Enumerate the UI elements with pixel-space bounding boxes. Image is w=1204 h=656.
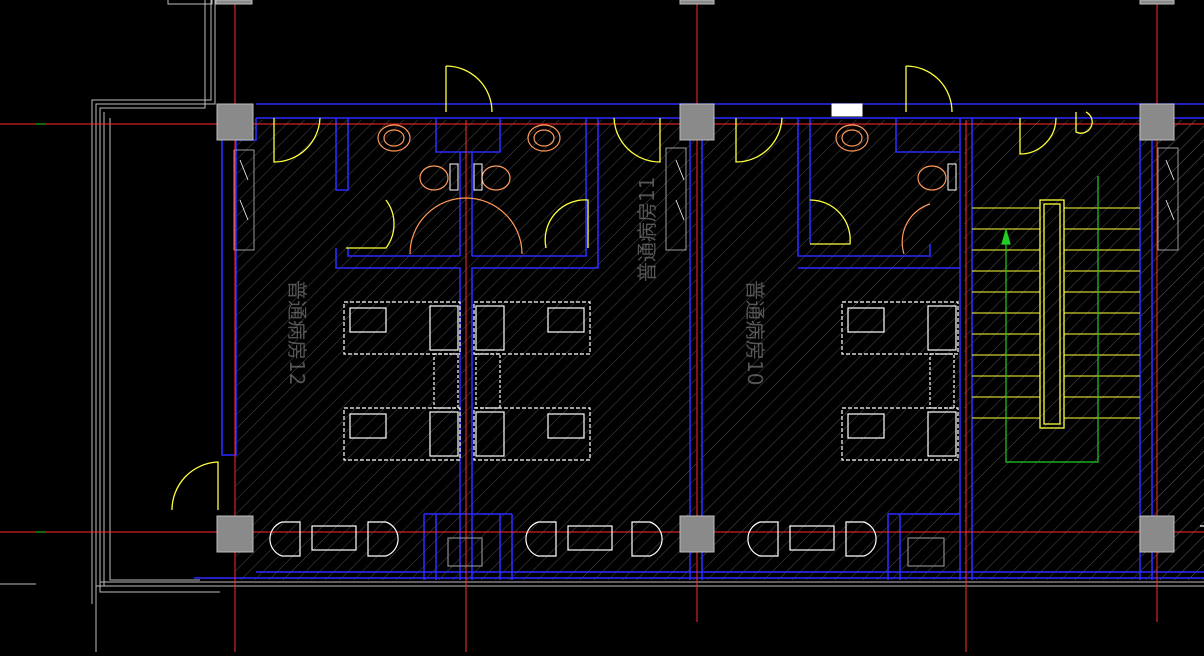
stair-direction-arrow bbox=[1001, 176, 1099, 463]
bed bbox=[473, 301, 591, 355]
room-label: 普通病房10 bbox=[743, 280, 767, 385]
bed bbox=[841, 301, 959, 355]
sanitary-fixtures bbox=[377, 124, 947, 255]
patient-beds bbox=[343, 301, 959, 461]
bed bbox=[343, 407, 461, 461]
partition-walls bbox=[194, 103, 1204, 580]
room-label: 普通病房12 bbox=[285, 280, 309, 385]
room-labels: 普通病房12 普通病房11 普通病房10 bbox=[285, 177, 767, 386]
floor-hatch bbox=[236, 120, 1204, 580]
axis-marker bbox=[36, 123, 46, 533]
bed bbox=[473, 407, 591, 461]
bed bbox=[841, 407, 959, 461]
bed bbox=[343, 301, 461, 355]
structural-columns bbox=[215, 0, 1175, 553]
room-label: 普通病房11 bbox=[635, 177, 659, 282]
doors bbox=[171, 65, 1093, 511]
seating bbox=[269, 521, 1204, 567]
wardrobes bbox=[239, 159, 1175, 221]
stair-handrail bbox=[1039, 199, 1065, 429]
toilet-tanks bbox=[449, 103, 957, 191]
